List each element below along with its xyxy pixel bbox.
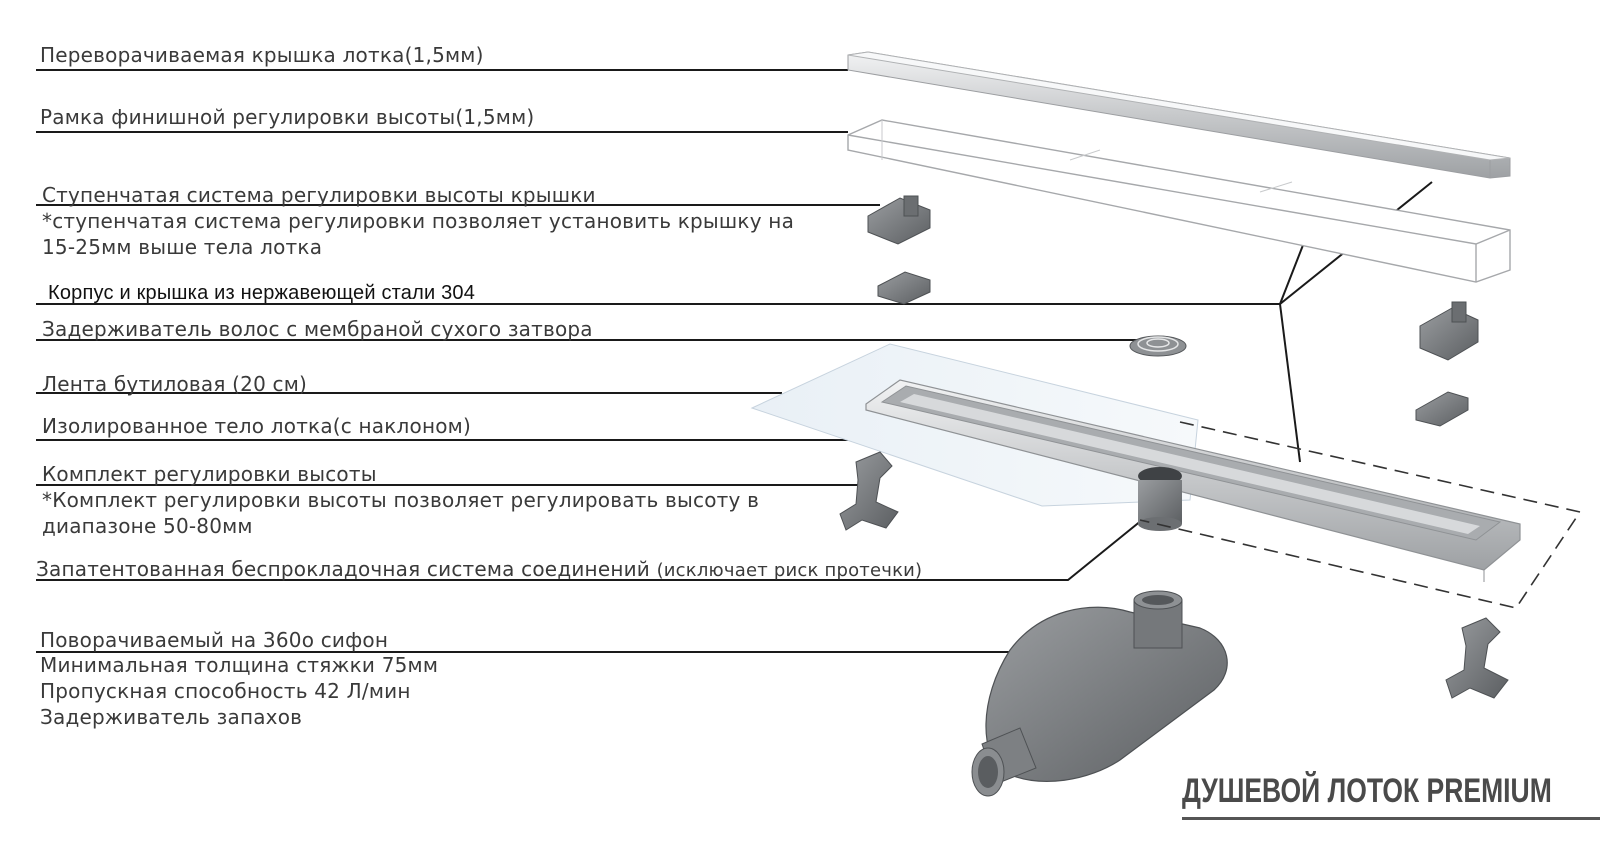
label-siphon-title: Поворачиваемый на 360о сифон (40, 628, 389, 652)
leader-steel-2 (1279, 239, 1306, 305)
label-patent: Запатентованная беспрокладочная система … (36, 556, 922, 584)
label-patent-main: Запатентованная беспрокладочная система … (36, 557, 650, 581)
step-bracket-4 (1415, 391, 1469, 427)
label-tape: Лента бутиловая (20 см) (42, 372, 308, 396)
siphon (971, 590, 1228, 797)
label-siphon-1: Минимальная толщина стяжки 75мм (40, 653, 439, 677)
title-underline (1182, 817, 1600, 820)
height-frame (847, 119, 1511, 283)
step-bracket-1 (867, 195, 931, 245)
label-siphon-2: Пропускная способность 42 Л/мин (40, 679, 411, 703)
label-body: Изолированное тело лотка(с наклоном) (42, 414, 471, 438)
label-step-title: Ступенчатая система регулировки высоты к… (42, 183, 596, 207)
label-patent-paren: (исключает риск протечки) (656, 560, 923, 581)
label-kit-title: Комплект регулировки высоты (42, 462, 377, 486)
label-frame: Рамка финишной регулировки высоты(1,5мм) (40, 105, 535, 129)
product-title: ДУШЕВОЙ ЛОТОК PREMIUM (1182, 772, 1552, 810)
hair-catcher (1129, 335, 1187, 357)
leader-lines (36, 69, 1433, 653)
label-steel: Корпус и крышка из нержавеющей стали 304 (48, 282, 476, 304)
install-outline (1139, 421, 1582, 609)
channel-body (865, 379, 1521, 582)
leader-patent (36, 519, 1143, 581)
drain-cover (847, 51, 1511, 179)
height-leg-2 (1445, 617, 1509, 699)
label-step-note-1: *ступенчатая система регулировки позволя… (42, 209, 795, 233)
step-bracket-3 (1419, 301, 1479, 361)
label-step-note-2: 15-25мм выше тела лотка (42, 235, 323, 259)
label-kit-note-1: *Комплект регулировки высоты позволяет р… (42, 488, 760, 512)
label-hair: Задерживатель волос с мембраной сухого з… (42, 317, 593, 341)
leader-steel-3 (1279, 303, 1301, 463)
label-cover: Переворачиваемая крышка лотка(1,5мм) (40, 43, 484, 67)
label-kit-note-2: диапазоне 50-80мм (42, 514, 253, 538)
height-leg-1 (839, 451, 899, 531)
label-siphon-3: Задерживатель запахов (40, 705, 303, 729)
step-bracket-2 (877, 271, 931, 305)
